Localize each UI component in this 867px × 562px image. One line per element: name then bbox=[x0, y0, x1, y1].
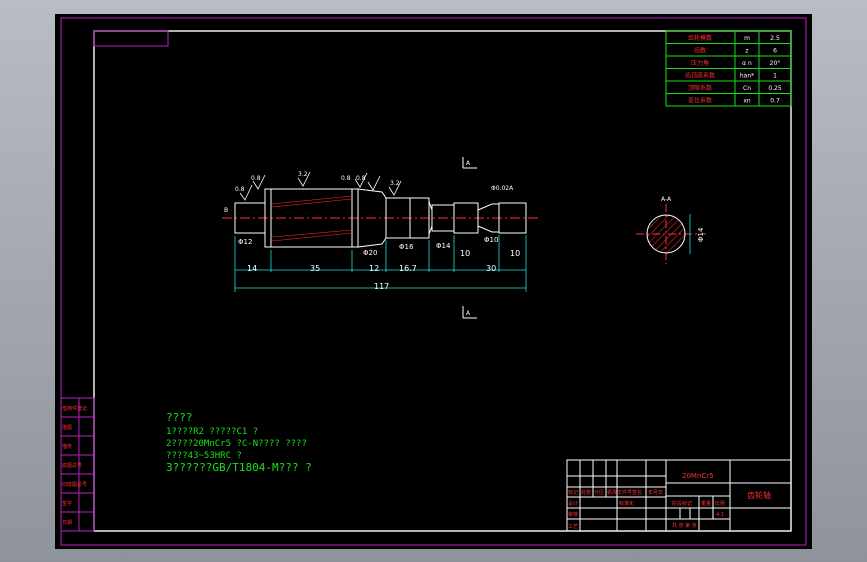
left-strip-label: 借用件登记 bbox=[62, 405, 87, 412]
notes-line-3: ????43~53HRC ? bbox=[166, 451, 242, 461]
dia-16: Φ16 bbox=[399, 243, 414, 251]
param-symbol: z bbox=[745, 47, 748, 54]
left-strip-label: 描校 bbox=[62, 443, 72, 450]
tb-scale: 比例 bbox=[715, 500, 725, 507]
roughness-4: 0.8 bbox=[356, 175, 366, 182]
param-value: 2.5 bbox=[770, 35, 780, 42]
tb-header-zone: 分区 bbox=[594, 489, 604, 496]
param-name: 顶隙系数 bbox=[688, 84, 712, 92]
dia-12: Φ12 bbox=[238, 238, 252, 246]
gear-parameter-table bbox=[665, 30, 792, 107]
outer-border bbox=[60, 17, 807, 546]
param-value: 20° bbox=[770, 60, 781, 67]
section-mark-bottom: A bbox=[466, 310, 471, 317]
title-block bbox=[566, 459, 792, 532]
tb-header-count: 处数 bbox=[581, 489, 591, 496]
tb-weight: 重量 bbox=[701, 500, 711, 507]
cutting-plane-markers bbox=[462, 157, 477, 319]
param-symbol: m bbox=[744, 35, 750, 42]
tb-header-mark: 标记 bbox=[568, 489, 578, 496]
dim-30: 30 bbox=[486, 264, 496, 273]
dia-14-section: Φ14 bbox=[697, 227, 705, 242]
part-name: 齿轮轴 bbox=[747, 490, 771, 500]
tb-role-review: 审核 bbox=[568, 511, 578, 518]
dim-35: 35 bbox=[310, 264, 320, 273]
roughness-symbols bbox=[239, 171, 402, 201]
roughness-1: 0.8 bbox=[235, 186, 245, 193]
param-name: 齿数 bbox=[694, 46, 706, 54]
roughness-2: 0.8 bbox=[251, 175, 261, 182]
notes-title: ???? bbox=[166, 411, 193, 424]
left-strip-label: 日期 bbox=[62, 520, 72, 526]
left-revision-strip bbox=[60, 397, 95, 532]
tb-standardize: 标准化 bbox=[619, 500, 634, 507]
tb-stage: 阶段标记 bbox=[672, 500, 692, 507]
tb-role-process: 工艺 bbox=[568, 524, 578, 530]
param-symbol: han* bbox=[740, 72, 754, 79]
inner-frame bbox=[93, 30, 792, 532]
dim-12: 12 bbox=[369, 264, 379, 273]
drawing-code-box bbox=[93, 30, 169, 47]
param-symbol: α n bbox=[742, 60, 752, 67]
roughness-3: 3.2 bbox=[298, 171, 308, 178]
tb-role-design: 设计 bbox=[568, 500, 578, 507]
dia-10: Φ10 bbox=[484, 236, 498, 244]
tb-header-change: 更改文件号 bbox=[607, 489, 632, 496]
material-label: 20MnCr5 bbox=[682, 472, 714, 480]
mark-b: B bbox=[224, 207, 228, 214]
dim-10b: 10 bbox=[510, 249, 520, 258]
tb-sheets: 共 张 第 张 bbox=[672, 522, 697, 529]
section-label: A-A bbox=[661, 196, 672, 203]
dimension-lines bbox=[234, 235, 527, 292]
left-strip-label: 底图总号 bbox=[62, 462, 82, 469]
param-symbol: Cn bbox=[743, 85, 751, 92]
tb-header-date: 年月日 bbox=[648, 489, 663, 496]
section-mark-top: A bbox=[466, 160, 471, 167]
left-strip-label: 旧底图总号 bbox=[62, 481, 87, 488]
notes-line-4: 3??????GB/T1804-M??? ? bbox=[166, 461, 312, 474]
section-view-a-a bbox=[646, 214, 691, 254]
param-symbol: xn bbox=[743, 97, 751, 104]
left-strip-label: 描图 bbox=[62, 424, 72, 431]
roughness-6: 3.2 bbox=[390, 180, 400, 187]
left-strip-label: 签字 bbox=[62, 500, 72, 507]
notes-line-2: 2????20MnCr5 ?C-N???? ???? bbox=[166, 439, 307, 449]
param-value: 0.25 bbox=[768, 85, 782, 92]
dia-20: Φ20 bbox=[363, 249, 377, 257]
param-value: 1 bbox=[773, 72, 777, 79]
notes-line-1: 1????R2 ?????C1 ? bbox=[166, 427, 258, 437]
dim-14: 14 bbox=[247, 264, 257, 273]
param-name: 齿顶高系数 bbox=[685, 71, 715, 79]
shaft-outline bbox=[234, 188, 527, 248]
param-name: 变位系数 bbox=[688, 96, 712, 104]
tb-header-sign: 签名 bbox=[632, 489, 642, 496]
param-name: 齿轮模数 bbox=[688, 34, 712, 42]
tb-scale-value: 4:1 bbox=[716, 512, 724, 518]
param-value: 0.7 bbox=[770, 97, 780, 104]
param-name: 压力角 bbox=[691, 59, 709, 67]
dim-10a: 10 bbox=[460, 249, 470, 258]
dim-117: 117 bbox=[374, 282, 389, 291]
runout-tolerance: Φ0.02A bbox=[491, 185, 514, 192]
gear-teeth-hatch bbox=[271, 195, 353, 242]
dia-14: Φ14 bbox=[436, 242, 451, 250]
dim-16-7: 16.7 bbox=[399, 264, 417, 273]
param-value: 6 bbox=[773, 47, 777, 54]
roughness-5: 0.8 bbox=[341, 175, 351, 182]
